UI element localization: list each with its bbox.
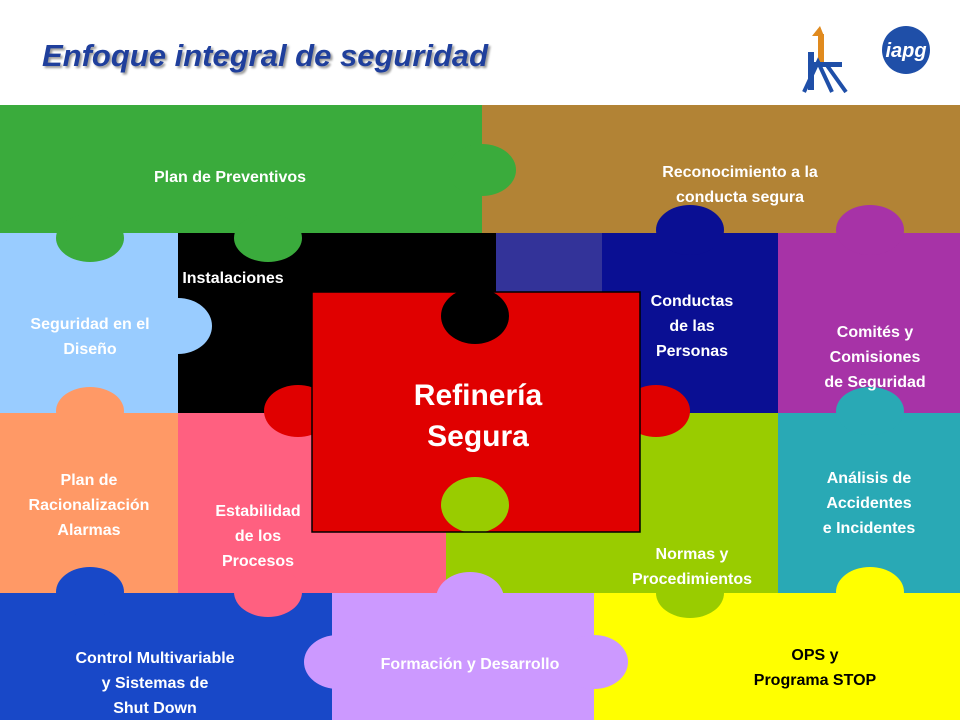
label-line: Comités y xyxy=(836,324,914,341)
logos: iapg xyxy=(802,26,930,94)
label-normas: Normas y Procedimientos xyxy=(602,542,782,592)
knob-plan-preventivos-down-b xyxy=(234,214,302,262)
label-line: Comisiones xyxy=(829,349,921,366)
label-comites: Comités y Comisiones de Seguridad xyxy=(790,320,960,395)
knob-comites-up xyxy=(836,205,904,255)
label-line: Formación y Desarrollo xyxy=(380,656,560,673)
center-label-line: Refinería xyxy=(413,379,543,412)
label-line: Shut Down xyxy=(113,700,197,717)
knob-formacion-left xyxy=(304,635,372,689)
label-plan-preventivos: Plan de Preventivos xyxy=(80,165,380,190)
knob-normas-into-center xyxy=(441,477,509,533)
label-line: Procedimientos xyxy=(631,571,753,588)
knob-analisis-up xyxy=(836,387,904,435)
knob-conductas-up xyxy=(656,205,724,255)
label-line: y Sistemas de xyxy=(101,675,209,692)
knob-formacion-up xyxy=(436,572,504,626)
label-reconocimiento: Reconocimiento a la conducta segura xyxy=(575,160,905,210)
label-line: Instalaciones xyxy=(182,270,284,287)
knob-plan-preventivos-right xyxy=(448,144,516,196)
label-line: Reconocimiento a la xyxy=(662,164,818,181)
piece-plan-preventivos xyxy=(0,105,482,233)
label-line: Estabilidad xyxy=(215,503,301,520)
piece-ops xyxy=(594,593,960,720)
label-instalaciones: Instalaciones xyxy=(168,266,298,291)
label-line: Control Multivariable xyxy=(75,650,235,667)
iapg-logo-icon: iapg xyxy=(882,26,930,74)
label-ops: OPS y Programa STOP xyxy=(700,643,930,693)
label-line: Programa STOP xyxy=(753,672,877,689)
knob-normas-down xyxy=(656,568,724,618)
label-analisis: Análisis de Accidentes e Incidentes xyxy=(784,466,954,541)
piece-plan-alarmas xyxy=(0,413,178,593)
refinery-logo-icon xyxy=(802,26,848,94)
label-line: Racionalización xyxy=(28,497,150,514)
knob-instalaciones-into-center xyxy=(441,288,509,344)
label-line: Análisis de xyxy=(826,470,912,487)
knob-plan-preventivos-down-a xyxy=(56,214,124,262)
knob-seguridad-right xyxy=(144,298,212,354)
center-piece-outline xyxy=(311,291,641,533)
label-line: conducta segura xyxy=(675,189,805,206)
label-line: OPS y xyxy=(791,647,839,664)
label-line: de Seguridad xyxy=(824,374,926,391)
knob-center-left xyxy=(264,385,332,437)
label-line: Alarmas xyxy=(57,522,121,539)
label-line: Normas y xyxy=(655,546,729,563)
center-label-line: Segura xyxy=(427,420,529,453)
label-seguridad-diseno: Seguridad en el Diseño xyxy=(0,312,180,362)
label-line: Accidentes xyxy=(826,495,912,512)
label-line: Seguridad en el xyxy=(30,316,150,333)
label-line: Plan de Preventivos xyxy=(153,169,307,186)
label-line: Conductas xyxy=(650,293,734,310)
piece-blue-gap xyxy=(496,233,602,293)
piece-comites xyxy=(778,233,960,413)
knob-alarmas-up xyxy=(56,387,124,435)
knob-ops-up xyxy=(836,567,904,617)
piece-analisis xyxy=(778,413,960,593)
label-line: de las xyxy=(669,318,715,335)
knob-control-up xyxy=(56,567,124,617)
knob-formacion-right xyxy=(560,635,628,689)
label-formacion: Formación y Desarrollo xyxy=(330,652,610,677)
label-control: Control Multivariable y Sistemas de Shut D… xyxy=(20,646,290,721)
label-line: e Incidentes xyxy=(822,520,916,537)
label-line: Personas xyxy=(655,343,729,360)
label-line: Procesos xyxy=(221,553,295,570)
label-line: Diseño xyxy=(63,341,117,358)
iapg-logo-text: iapg xyxy=(885,40,926,62)
label-line: de los xyxy=(234,528,282,545)
knob-center-right xyxy=(622,385,690,437)
page-title: Enfoque integral de seguridad xyxy=(42,38,489,73)
knob-estabilidad-down xyxy=(234,567,302,617)
label-line: Plan de xyxy=(60,472,118,489)
